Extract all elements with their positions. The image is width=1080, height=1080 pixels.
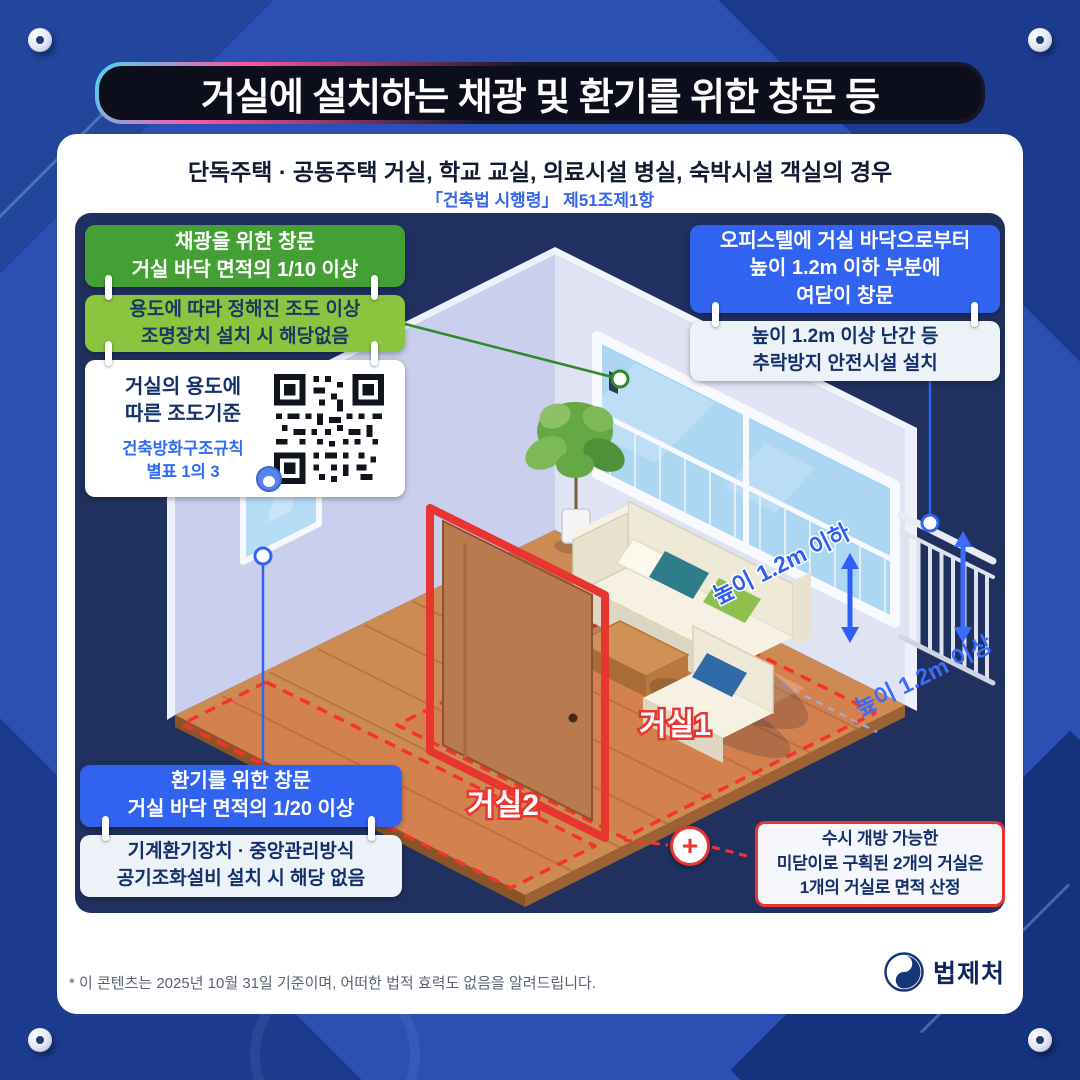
callout-line: 오피스텔에 거실 바닥으로부터 — [719, 229, 971, 252]
screw-icon — [28, 1028, 52, 1052]
connector-pin — [371, 275, 378, 300]
illuminance-qr-box: 거실의 용도에 따른 조도기준 건축방화구조규칙 별표 1의 3 — [85, 360, 405, 497]
callout-line: 별표 1의 3 — [146, 462, 220, 481]
connector-pin — [371, 341, 378, 366]
qr-caption: 거실의 용도에 따른 조도기준 — [125, 374, 241, 428]
law-reference: 「건축법 시행령」 제51조제1항 — [425, 191, 655, 210]
ventilation-callout: 환기를 위한 창문 거실 바닥 면적의 1/20 이상 — [80, 765, 402, 827]
callout-line: 거실 바닥 면적의 1/10 이상 — [131, 259, 359, 281]
connector-pin — [105, 275, 112, 300]
taegeuk-logo-icon — [884, 952, 924, 992]
page-title: 거실에 설치하는 채광 및 환기를 위한 창문 등 — [99, 66, 981, 120]
screw-icon — [28, 28, 52, 52]
height-below-arrow — [841, 553, 859, 643]
connector-pin — [102, 816, 109, 841]
door-knob-icon — [568, 713, 578, 723]
daylight-note-callout: 용도에 따라 정해진 조도 이상 조명장치 설치 시 해당없음 — [85, 295, 405, 352]
callout-line: 거실 바닥 면적의 1/20 이상 — [127, 798, 355, 820]
agency-name: 법제처 — [932, 960, 1005, 988]
connector-pin — [712, 302, 719, 327]
callout-line: 환기를 위한 창문 — [171, 770, 311, 793]
callout-line: 용도에 따라 정해진 조도 이상 — [129, 298, 361, 320]
daylight-callout: 채광을 위한 창문 거실 바닥 면적의 1/10 이상 — [85, 225, 405, 287]
screw-icon — [1028, 1028, 1052, 1052]
callout-line: 추락방지 안전시설 설치 — [752, 353, 938, 374]
callout-line: 건축방화구조규칙 — [122, 440, 244, 459]
callout-line: 기계환기장치 · 중앙관리방식 — [127, 841, 355, 863]
combined-area-callout: 수시 개방 가능한 미닫이로 구획된 2개의 거실은 1개의 거실로 면적 산정 — [755, 821, 1005, 907]
callout-line: 여닫이 창문 — [796, 284, 894, 307]
large-window — [575, 331, 900, 628]
daylight-connector — [404, 322, 630, 389]
room2-label: 거실2 — [467, 789, 539, 822]
ventilation-connector — [253, 546, 273, 765]
officetel-callout: 오피스텔에 거실 바닥으로부터 높이 1.2m 이하 부분에 여닫이 창문 — [690, 225, 1000, 313]
title-bar: 거실에 설치하는 채광 및 환기를 위한 창문 등 — [95, 62, 985, 124]
connector-pin — [368, 816, 375, 841]
potted-plant — [525, 402, 625, 554]
sliding-partition-line — [606, 595, 878, 734]
callout-line: 수시 개방 가능한 — [821, 829, 939, 849]
mascot-icon — [256, 465, 282, 492]
armchair — [643, 624, 791, 763]
callout-line: 따른 조도기준 — [125, 403, 241, 426]
callout-line: 1개의 거실로 면적 산정 — [799, 878, 961, 898]
callout-line: 조명장치 설치 시 해당없음 — [140, 325, 350, 347]
combined-area-connector — [623, 838, 752, 859]
height-above-arrow — [954, 531, 972, 643]
screw-icon — [1028, 28, 1052, 52]
callout-line: 높이 1.2m 이하 부분에 — [749, 257, 941, 280]
room-illustration-panel: 거실1 거실2 높이 1.2m 이하 높이 1.2m 이상 — [75, 213, 1005, 913]
callout-line: 공기조화설비 설치 시 해당 없음 — [116, 868, 366, 889]
connector-pin — [105, 341, 112, 366]
qr-code — [256, 369, 388, 492]
ventilation-note-callout: 기계환기장치 · 중앙관리방식 공기조화설비 설치 시 해당 없음 — [80, 835, 402, 897]
agency-logo: 법제처 — [884, 952, 1005, 992]
officetel-note-callout: 높이 1.2m 이상 난간 등 추락방지 안전시설 설치 — [690, 321, 1000, 381]
callout-line: 거실의 용도에 — [125, 376, 241, 399]
subtitle: 단독주택 · 공동주택 거실, 학교 교실, 의료시설 병실, 숙박시설 객실의… — [187, 159, 893, 185]
disclaimer-text: * 이 콘텐츠는 2025년 10월 31일 기준이며, 어떠한 법적 효력도 … — [69, 975, 596, 992]
door — [426, 504, 609, 842]
callout-line: 높이 1.2m 이상 난간 등 — [751, 326, 939, 348]
callout-line: 미닫이로 구획된 2개의 거실은 — [776, 853, 984, 873]
qr-regulation-link: 건축방화구조규칙 별표 1의 3 — [122, 438, 243, 483]
exterior-railing — [897, 511, 997, 686]
officetel-connector — [920, 381, 940, 533]
connector-pin — [971, 302, 978, 327]
content-card: 단독주택 · 공동주택 거실, 학교 교실, 의료시설 병실, 숙박시설 객실의… — [57, 134, 1023, 1014]
room1-label: 거실1 — [639, 709, 711, 742]
callout-line: 채광을 위한 창문 — [175, 231, 315, 253]
plus-icon: + — [670, 826, 710, 866]
